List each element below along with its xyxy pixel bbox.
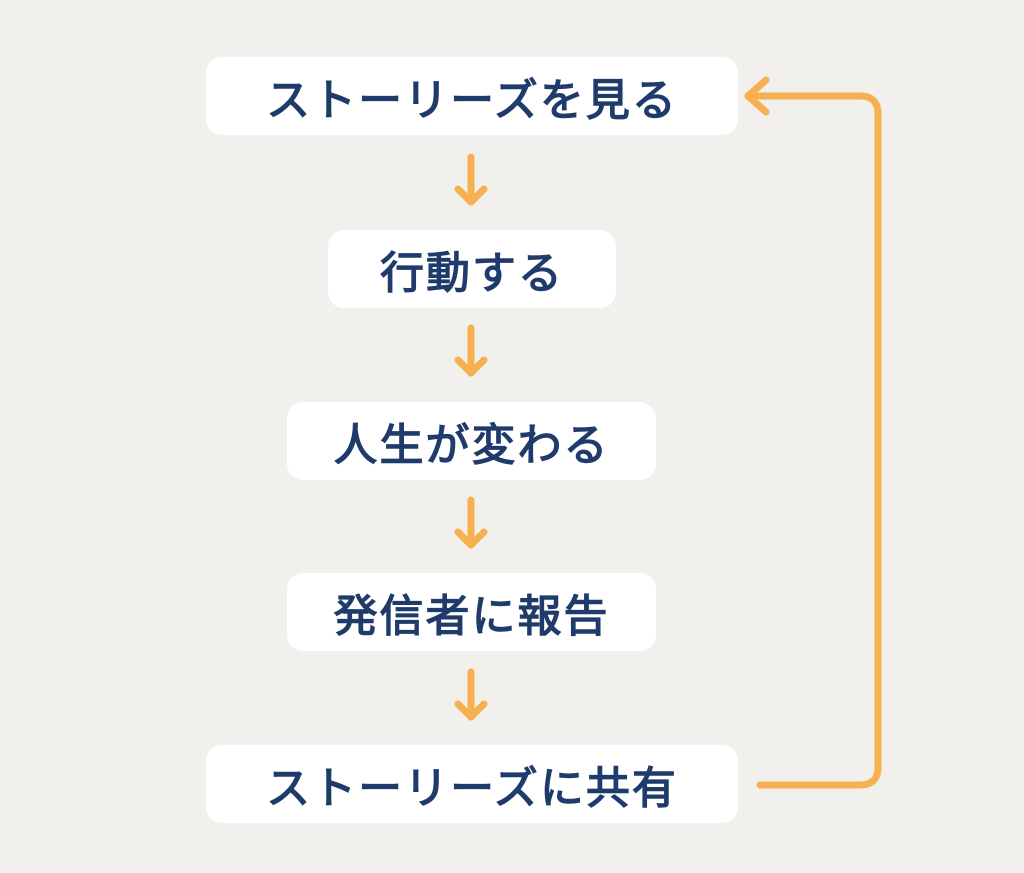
arrow-down-icon	[454, 324, 488, 377]
step-label: ストーリーズを見る	[266, 75, 678, 126]
step-view-stories: ストーリーズを見る	[206, 57, 738, 135]
step-life-changes: 人生が変わる	[287, 402, 656, 480]
step-label: 発信者に報告	[333, 591, 610, 642]
arrow-down-icon	[454, 668, 488, 721]
arrow-down-icon	[454, 153, 488, 206]
arrow-down-icon	[454, 496, 488, 549]
step-report-to-creator: 発信者に報告	[287, 573, 656, 651]
step-label: 行動する	[380, 248, 564, 299]
step-take-action: 行動する	[328, 230, 616, 308]
loop-back-arrow-icon	[744, 76, 882, 789]
step-label: 人生が変わる	[333, 420, 610, 471]
step-label: ストーリーズに共有	[266, 763, 678, 814]
step-share-to-stories: ストーリーズに共有	[206, 745, 738, 823]
